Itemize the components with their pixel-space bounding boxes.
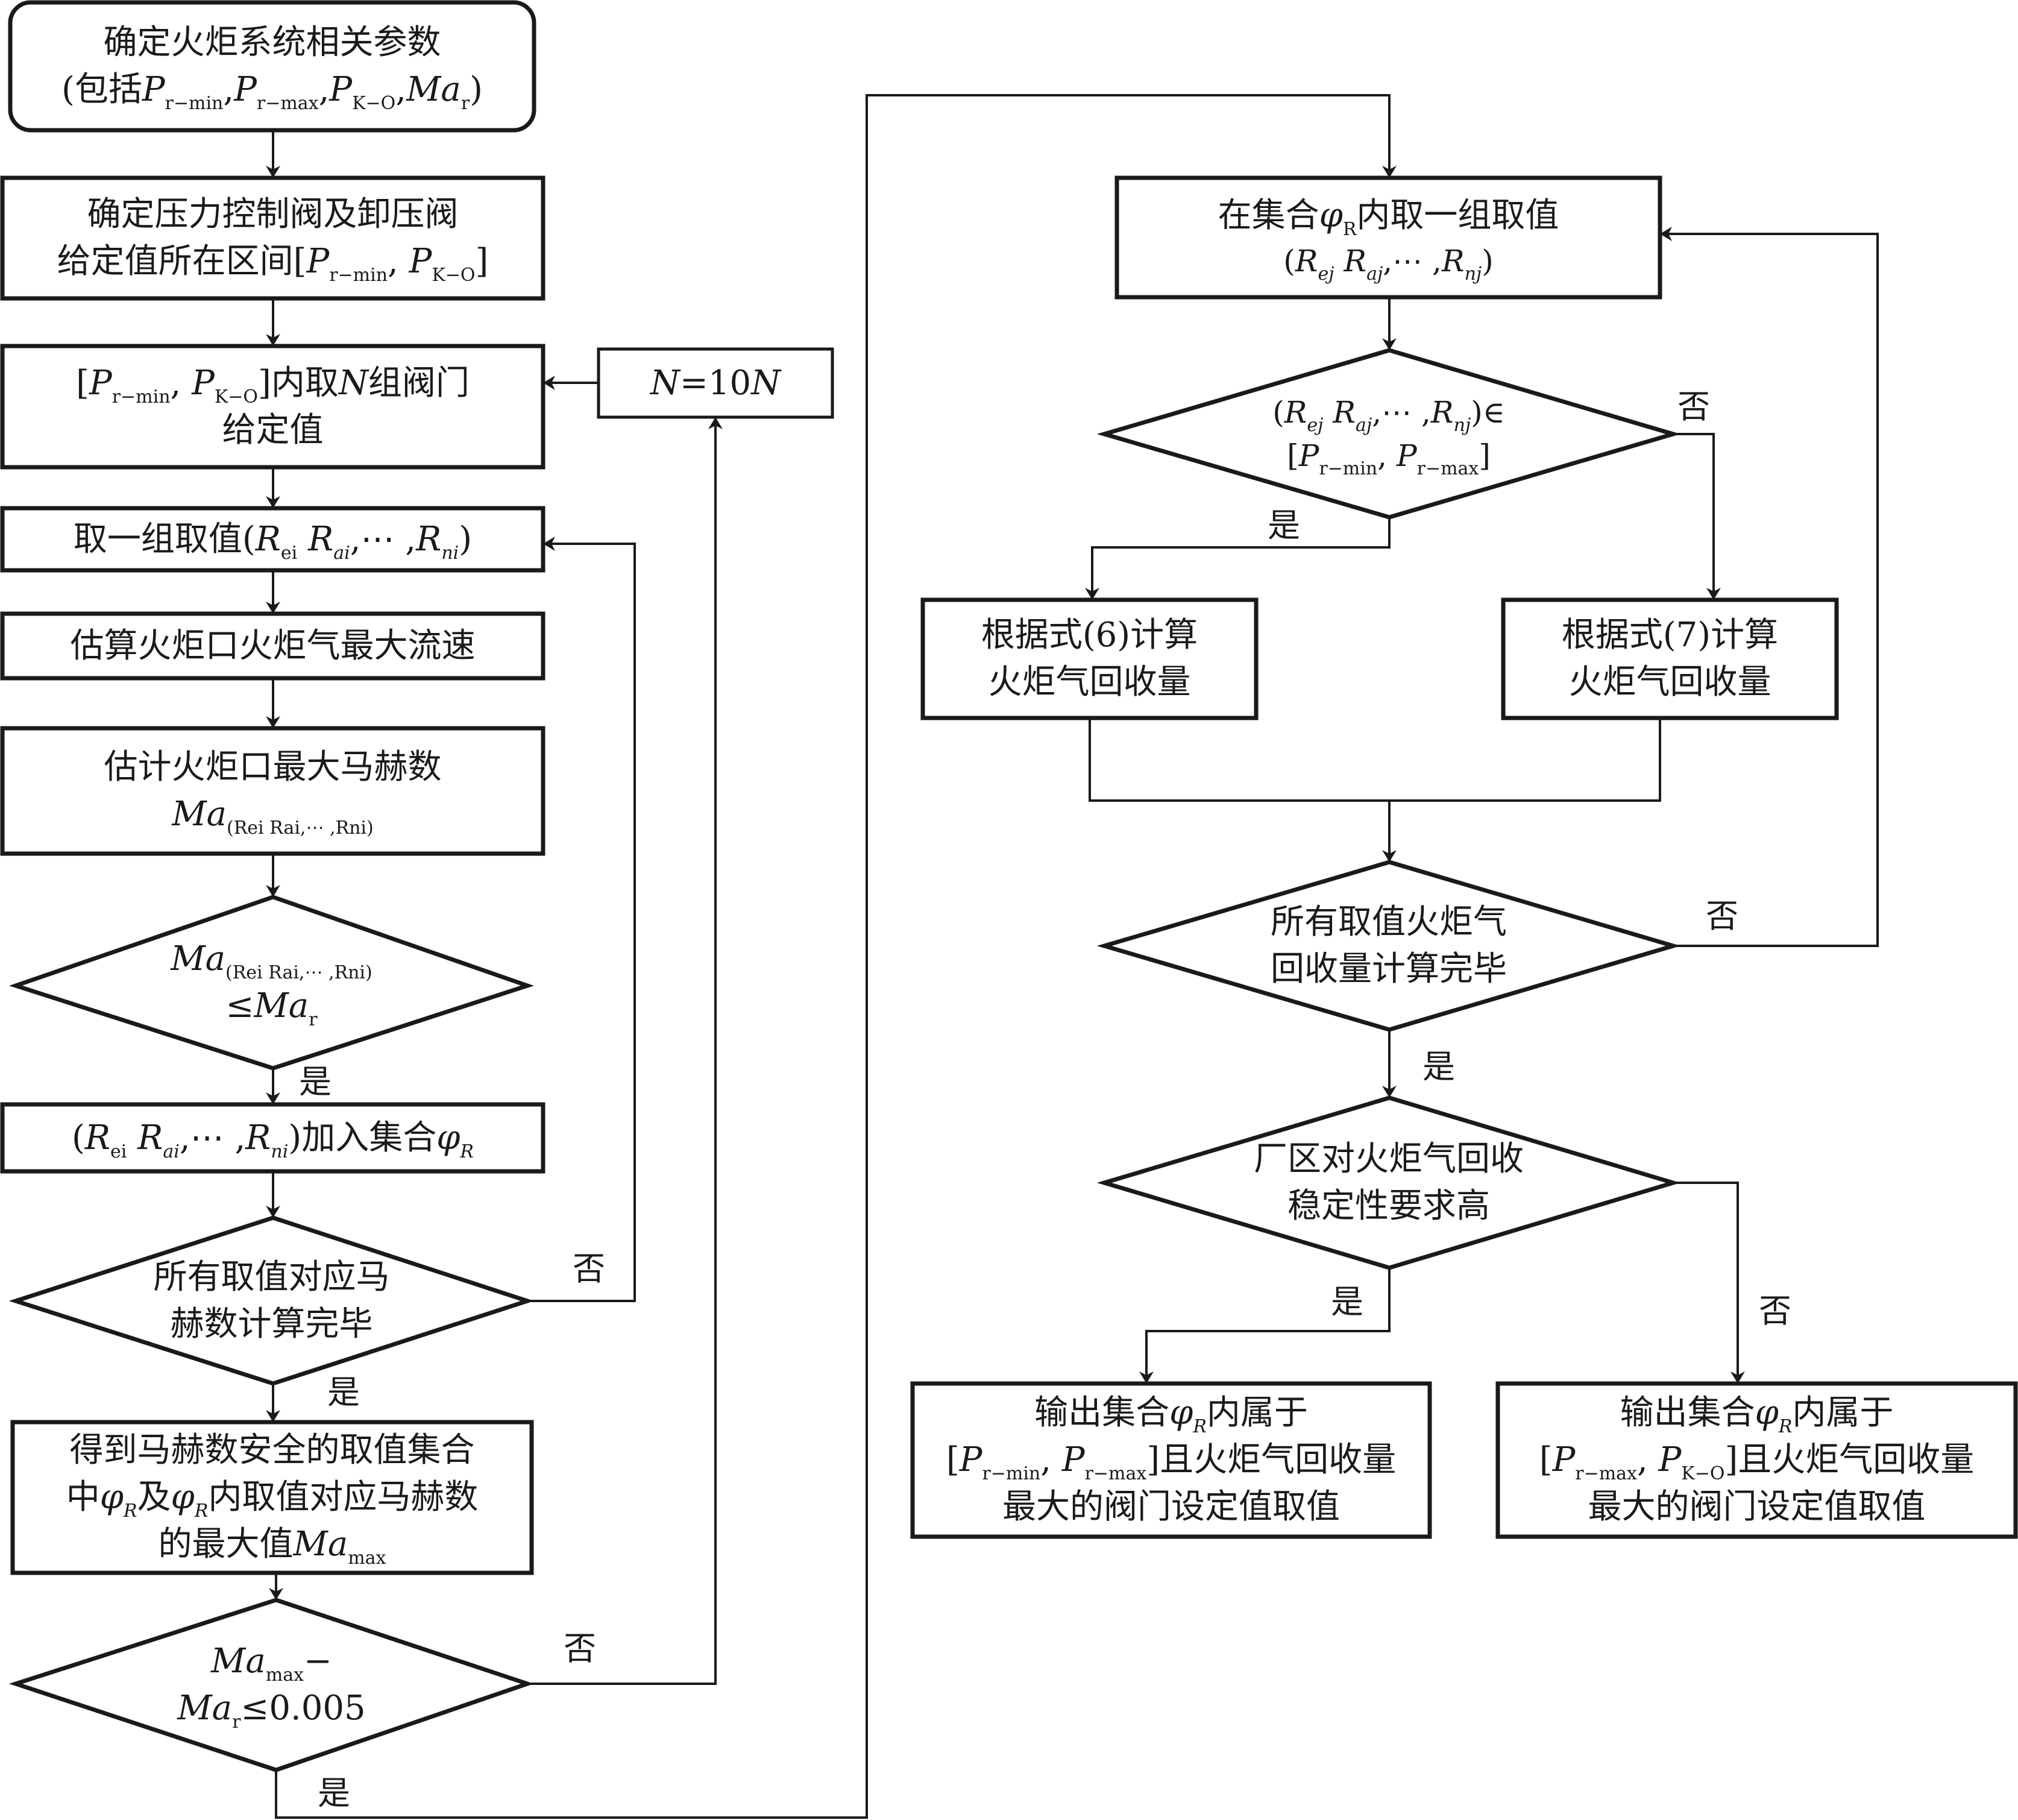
start-text: 确定火炬系统相关参数 (包括Pr−min,Pr−max,PK−O,Mar) bbox=[61, 23, 483, 114]
loop-back-pick bbox=[1660, 227, 1879, 947]
no-label-stability: 否 bbox=[1759, 1292, 1791, 1330]
stability-yes bbox=[1139, 1268, 1391, 1384]
range-decision-text: (Rej Raj,⋯ ,Rnj)∈ [Pr−min, Pr−max] bbox=[1272, 394, 1505, 479]
multiply-text: N=10N bbox=[650, 363, 781, 403]
output-high-text: 输出集合φR内属于 [Pr−min, Pr−max]且火炬气回收量 最大的阀门设… bbox=[946, 1393, 1397, 1526]
output-high-box bbox=[910, 1381, 1432, 1539]
pick-text: 在集合φR内取一组取值 (Rej Raj,⋯ ,Rnj) bbox=[1218, 196, 1559, 285]
add-text: (Rei Rai,⋯ ,Rni)加入集合φR bbox=[71, 1118, 474, 1162]
no-label-all-recovery: 否 bbox=[1706, 897, 1738, 935]
velocity-text: 估算火炬口火炬气最大流速 bbox=[70, 626, 476, 666]
all-recovery-decision-text: 所有取值火炬气 回收量计算完毕 bbox=[1271, 902, 1507, 989]
interval-text: 确定压力控制阀及卸压阀 给定值所在区间[Pr−min, PK−O] bbox=[57, 195, 489, 286]
all-mach-decision-text: 所有取值对应马 赫数计算完毕 bbox=[153, 1257, 390, 1344]
yes-label-stability: 是 bbox=[1331, 1283, 1363, 1321]
output-low-box bbox=[1495, 1381, 2018, 1539]
loop-back-take bbox=[527, 537, 636, 1302]
stability-decision-text: 厂区对火炬气回收 稳定性要求高 bbox=[1254, 1139, 1524, 1226]
calc6-text: 根据式(6)计算 火炬气回收量 bbox=[981, 616, 1198, 702]
take-text: 取一组取值(Rei Rai,⋯ ,Rni) bbox=[73, 519, 473, 564]
merge-calc bbox=[1089, 718, 1661, 802]
mach-decision-text: Ma(Rei Rai,⋯ ,Rni) ≤Mar bbox=[171, 939, 372, 1030]
tolerance-decision-text: Mamax− Mar≤0.005 bbox=[177, 1642, 366, 1733]
to-right-column bbox=[275, 94, 1397, 1819]
no-label-range: 否 bbox=[1677, 388, 1710, 426]
calc7-box bbox=[1501, 597, 1839, 720]
mach-text: 估计火炬口最大马赫数 Ma(Rei Rai,⋯ ,Rni) bbox=[104, 748, 442, 839]
sample-text: [Pr−min, PK−O]内取N组阀门 给定值 bbox=[76, 363, 470, 450]
calc7-text: 根据式(7)计算 火炬气回收量 bbox=[1561, 616, 1779, 702]
loop-back-multiply bbox=[527, 417, 723, 1685]
yes-label-all-mach: 是 bbox=[327, 1373, 360, 1411]
no-label-all-mach: 否 bbox=[573, 1250, 605, 1288]
result-text: 得到马赫数安全的取值集合 中φR及φR内取值对应马赫数 的最大值Mamax bbox=[66, 1431, 479, 1569]
yes-label-all-recovery: 是 bbox=[1422, 1048, 1455, 1086]
yes-label-tolerance: 是 bbox=[318, 1774, 350, 1812]
range-yes bbox=[1085, 517, 1391, 600]
output-low-text: 输出集合φR内属于 [Pr−max, PK−O]且火炬气回收量 最大的阀门设定值… bbox=[1539, 1393, 1975, 1526]
no-label-tolerance: 否 bbox=[564, 1629, 596, 1667]
yes-label-mach: 是 bbox=[299, 1063, 332, 1101]
stability-no bbox=[1673, 1182, 1745, 1384]
yes-label-range: 是 bbox=[1268, 506, 1300, 544]
range-no bbox=[1673, 433, 1721, 600]
